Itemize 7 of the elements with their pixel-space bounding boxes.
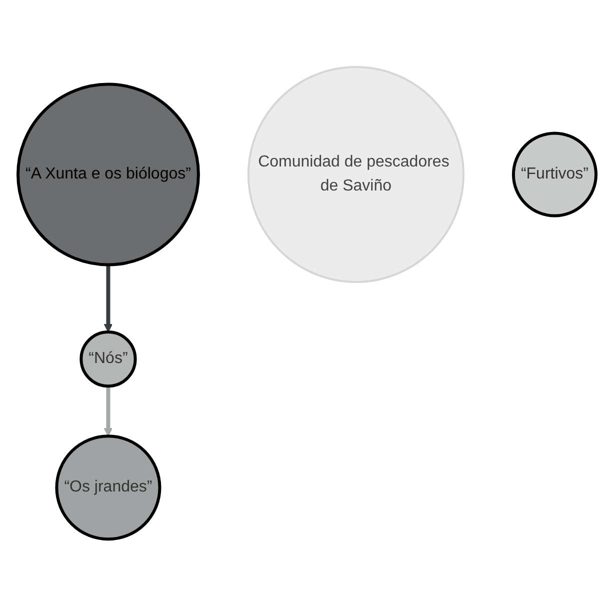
node-circle: “Os jrandes” [55, 434, 162, 541]
node-circle: “Nós” [80, 330, 137, 388]
arrow [104, 386, 113, 436]
node-circle: “A Xunta e os biólogos” [16, 82, 200, 266]
arrow [104, 264, 113, 332]
node-circle: “Furtivos” [512, 132, 598, 218]
node-circle: Comunidad de pescadores de Saviño [247, 66, 464, 283]
